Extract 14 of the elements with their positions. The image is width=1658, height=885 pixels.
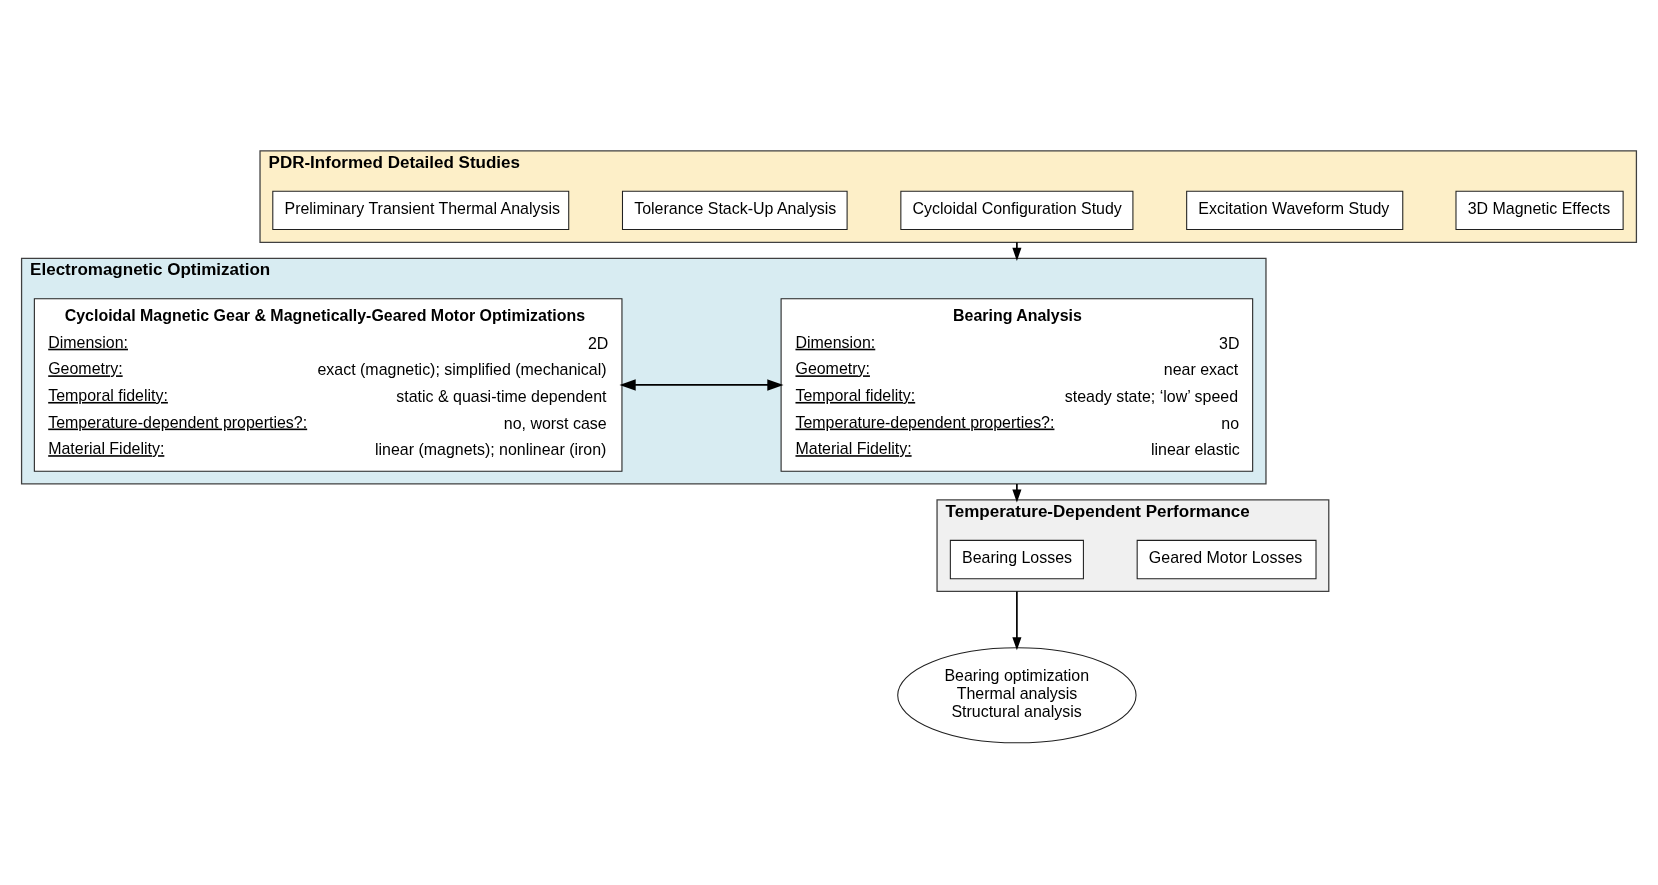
node-box: Tolerance Stack-Up Analysis (621, 190, 848, 231)
node-box: 3D Magnetic Effects (1455, 190, 1624, 231)
node-box: Excitation Waveform Study (1186, 190, 1404, 231)
node-ellipse: Bearing optimization Thermal analysis Structural analysis (897, 647, 1137, 744)
node-box: Cycloidal Magnetic Gear & Magnetically-Geared Motor Optimizations Dimension: 2D Geometry: exact (magnetic); simplified (mechanical) Temporal fidelity: static & quasi-time dependent Temperature-dependent properties?: no, worst case Material Fidelity: linear (magnets); nonlinear (iron) (33, 298, 623, 472)
node-box: Preliminary Transient Thermal Analysis (272, 190, 570, 231)
arrow (1012, 590, 1022, 651)
node-box: Bearing Losses (949, 539, 1084, 580)
arrow (619, 379, 784, 391)
node-box: Bearing Analysis Dimension: 3D Geometry: near exact Temporal fidelity: steady state; ‘low’ speed Temperature-dependent properties?: no Material Fidelity: linear elastic (780, 298, 1254, 472)
arrow (1012, 241, 1022, 261)
node-box: Cycloidal Configuration Study (900, 190, 1134, 231)
arrow (1012, 483, 1022, 503)
node-box: Geared Motor Losses (1136, 539, 1317, 580)
